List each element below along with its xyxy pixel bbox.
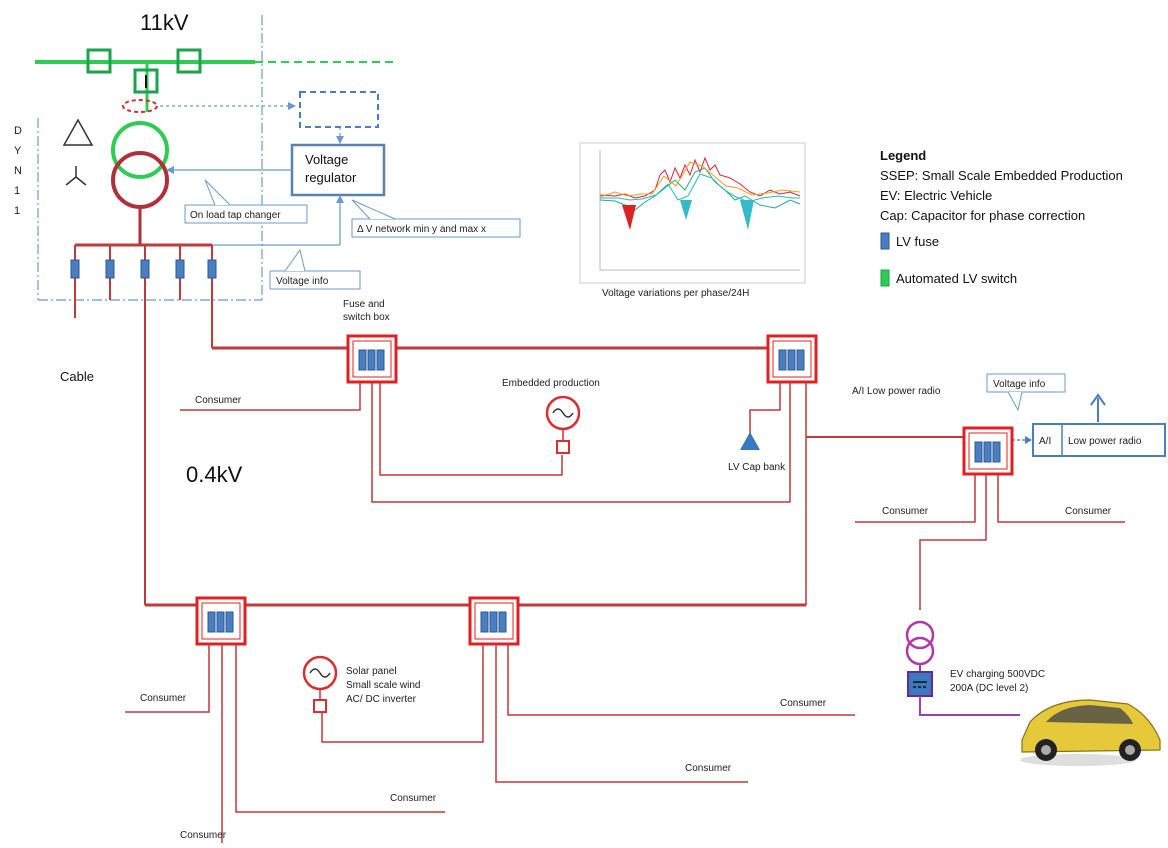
low-power-radio-box <box>1032 423 1166 457</box>
legend-lv-fuse: LV fuse <box>896 234 939 249</box>
legend-item: EV: Electric Vehicle <box>880 188 992 203</box>
voltage-regulator-box <box>290 143 386 197</box>
lv-cap-bank-label: LV Cap bank <box>728 462 786 473</box>
fuse-switch-box-label-1: Fuse and <box>343 299 385 310</box>
cable-label: Cable <box>60 369 94 384</box>
solar-label-1: Solar panel <box>346 666 397 677</box>
lv-switch-swatch <box>880 269 890 287</box>
consumer-label: Consumer <box>390 793 437 804</box>
legend: Legend SSEP: Small Scale Embedded Produc… <box>880 148 1123 287</box>
winding-letters: D Y N 1 1 <box>14 125 22 217</box>
ev-charger-icon <box>907 671 933 697</box>
hv-switch <box>176 48 202 74</box>
substation-lv-fuses <box>70 259 217 279</box>
voltage-regulator-line2: regulator <box>305 170 357 185</box>
voltage-info-callout <box>269 270 361 290</box>
delta-v-label: Δ V network min y and max x <box>357 224 486 235</box>
legend-lv-switch: Automated LV switch <box>896 271 1017 286</box>
legend-item: SSEP: Small Scale Embedded Production <box>880 168 1123 183</box>
ev-charging-label-1: EV charging 500VDC <box>950 669 1045 680</box>
svg-text:1: 1 <box>14 185 20 197</box>
fuse-switch-box <box>346 334 398 384</box>
delta-symbol-icon <box>62 118 94 146</box>
solar-label-3: AC/ DC inverter <box>346 694 417 705</box>
radio-ai-label: A/I <box>1039 436 1051 447</box>
lv-label: 0.4kV <box>186 462 243 487</box>
legend-item: Cap: Capacitor for phase correction <box>880 208 1085 223</box>
ev-car-icon <box>1020 699 1161 766</box>
consumer-label: Consumer <box>685 763 732 774</box>
consumer-label: Consumer <box>180 830 227 841</box>
wye-symbol-icon <box>65 166 87 186</box>
consumer-label: Consumer <box>882 506 929 517</box>
voltage-info-radio-callout <box>986 373 1066 393</box>
svg-text:D: D <box>14 125 22 137</box>
svg-text:N: N <box>14 165 22 177</box>
hv-switch <box>86 48 112 74</box>
tap-changer-label: On load tap changer <box>190 210 281 221</box>
lv-fuse-swatch <box>880 232 890 250</box>
fuse-switch-box <box>766 334 818 384</box>
consumer-label: Consumer <box>195 395 242 406</box>
current-sensor-icon <box>122 99 158 113</box>
delta-v-callout <box>351 218 521 238</box>
capacitor-icon <box>740 432 760 450</box>
transformer-secondary-icon <box>111 151 169 209</box>
svg-text:Y: Y <box>14 145 22 157</box>
chart-caption: Voltage variations per phase/24H <box>602 288 749 299</box>
ai-radio-top-label: A/I Low power radio <box>852 386 941 397</box>
voltage-regulator-line1: Voltage <box>305 152 348 167</box>
fuse-switch-box <box>962 426 1014 476</box>
radio-label: Low power radio <box>1068 436 1142 447</box>
consumer-label: Consumer <box>1065 506 1112 517</box>
lv-feeders <box>74 245 213 605</box>
fuse-switch-box <box>468 596 520 646</box>
consumer-label: Consumer <box>140 693 187 704</box>
consumer-label: Consumer <box>780 698 827 709</box>
voltage-chart-thumbnail <box>579 142 806 284</box>
voltage-info-radio-label: Voltage info <box>993 379 1046 390</box>
ev-transformer-icon <box>905 620 935 650</box>
antenna-icon <box>1090 393 1106 406</box>
voltage-info-label: Voltage info <box>276 276 329 287</box>
tap-changer-callout <box>184 204 308 224</box>
ev-charging-label-2: 200A (DC level 2) <box>950 683 1028 694</box>
future-controller-box <box>299 91 379 128</box>
fuse-switch-box-label-2: switch box <box>343 312 390 323</box>
embedded-production-label: Embedded production <box>502 378 600 389</box>
fuse-switch-box <box>195 596 247 646</box>
transformer-primary-icon <box>111 121 169 179</box>
svg-text:1: 1 <box>14 205 20 217</box>
hv-switch <box>133 68 159 94</box>
hv-label: 11kV <box>140 10 189 35</box>
legend-title: Legend <box>880 148 926 163</box>
solar-label-2: Small scale wind <box>346 680 420 691</box>
